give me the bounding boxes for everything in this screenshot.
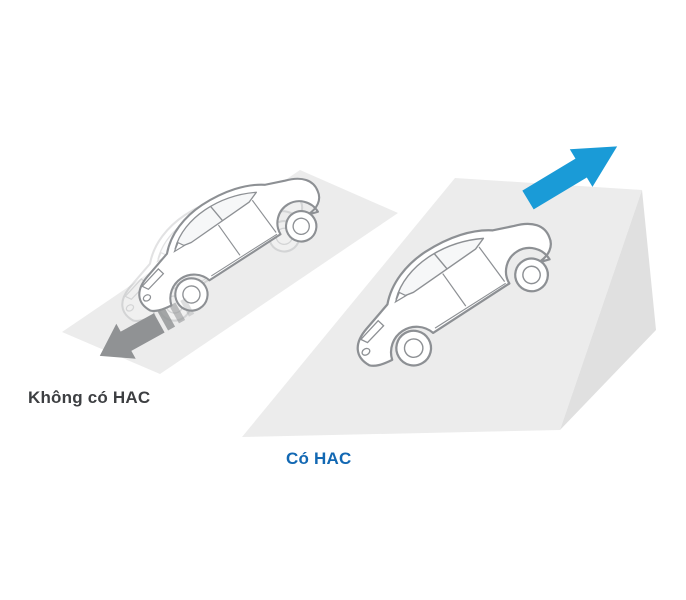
rollback-arrow-icon (99, 298, 195, 359)
right-ramp-side-face (560, 190, 656, 430)
with-hac-label: Có HAC (286, 449, 352, 468)
forward-arrow-icon (522, 146, 618, 210)
without-hac-label: Không có HAC (28, 388, 151, 407)
